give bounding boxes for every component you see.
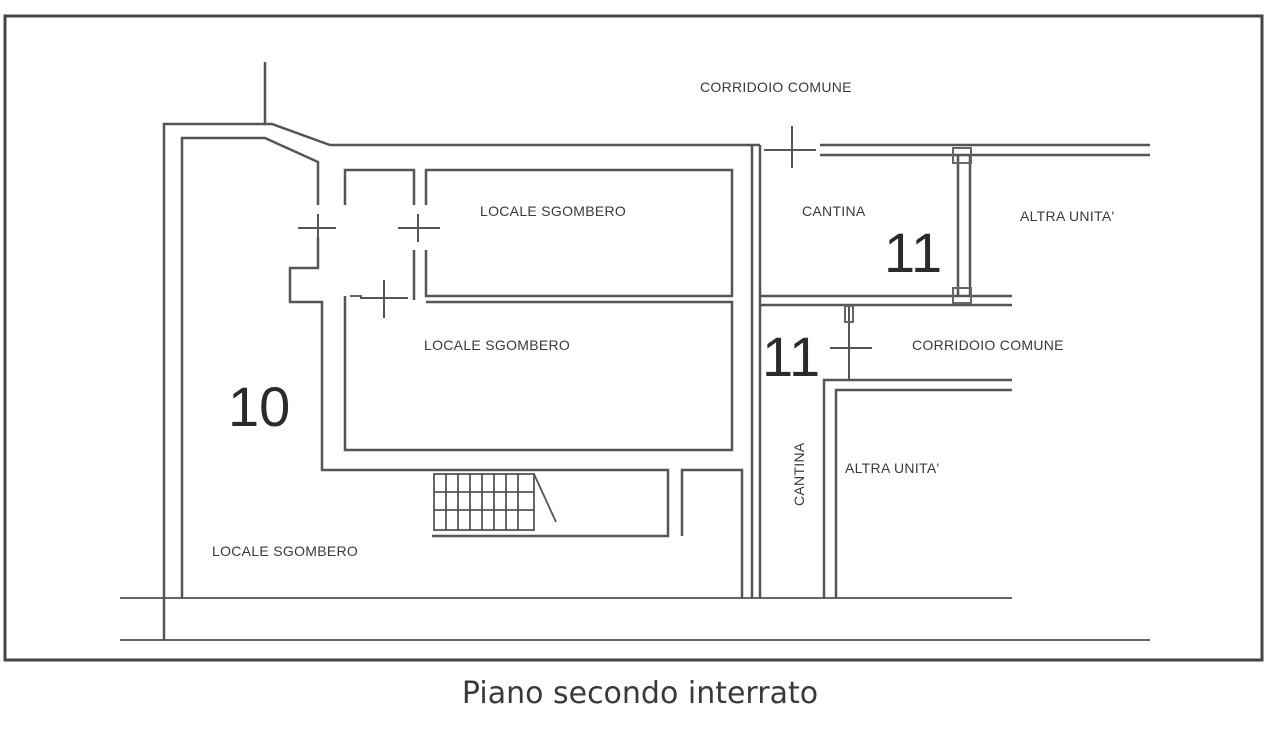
label-corridoio-comune-top: CORRIDOIO COMUNE: [700, 79, 852, 95]
unit-number-10: 10: [228, 375, 290, 438]
ground-lines: [120, 597, 1150, 641]
plan-caption: Piano secondo interrato: [461, 676, 819, 711]
label-altra-unita-bottom: ALTRA UNITA': [845, 460, 939, 476]
left-perimeter-wall: [162, 62, 760, 640]
door-symbols: [298, 126, 872, 380]
drawing-frame: [3, 14, 1264, 662]
label-locale-sgombero-mid: LOCALE SGOMBERO: [424, 337, 570, 353]
unit-number-11-top: 11: [884, 221, 942, 284]
label-cantina-vertical: CANTINA: [791, 442, 807, 506]
unit-number-11-mid: 11: [762, 325, 820, 388]
label-locale-sgombero-bottom: LOCALE SGOMBERO: [212, 543, 358, 559]
label-cantina-top: CANTINA: [802, 203, 866, 219]
label-locale-sgombero-top: LOCALE SGOMBERO: [480, 203, 626, 219]
label-altra-unita-top: ALTRA UNITA': [1020, 208, 1114, 224]
central-walls: [750, 143, 1150, 598]
staircase: [433, 473, 557, 531]
label-corridoio-comune-mid: CORRIDOIO COMUNE: [912, 337, 1064, 353]
locale-sgombero-upper-rooms: [343, 168, 734, 452]
